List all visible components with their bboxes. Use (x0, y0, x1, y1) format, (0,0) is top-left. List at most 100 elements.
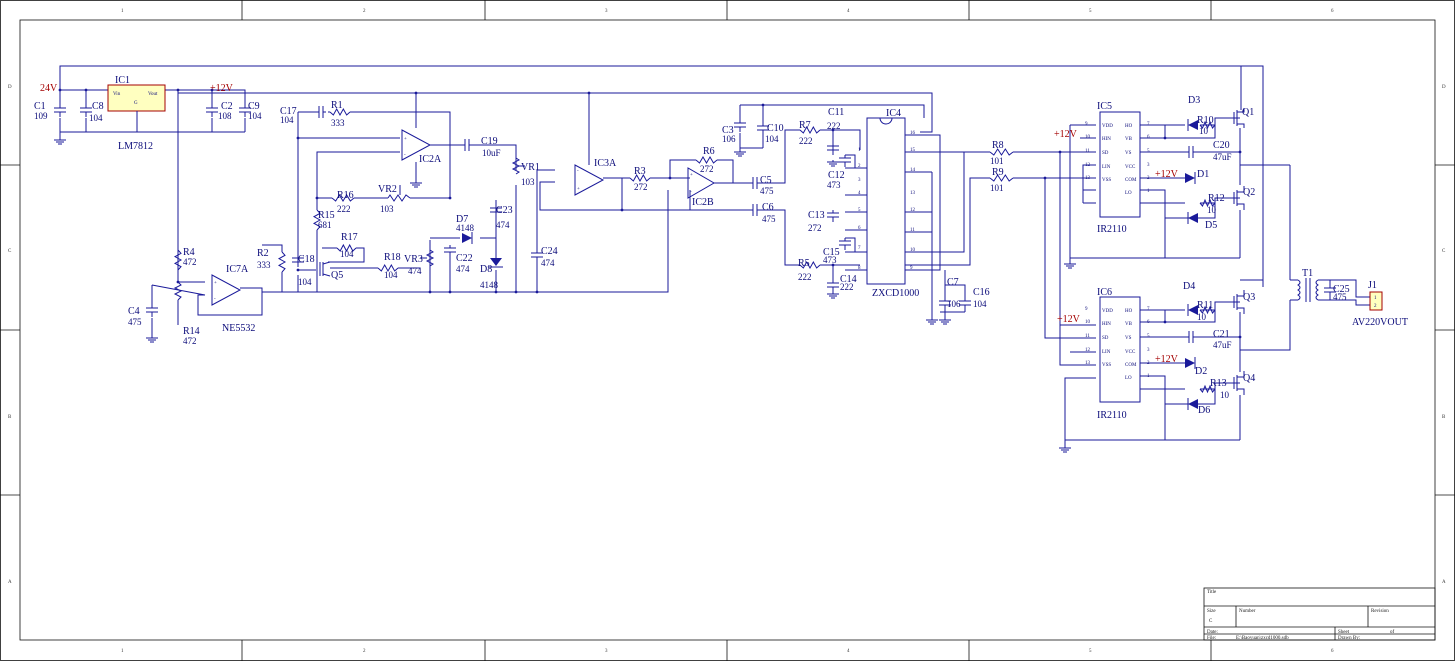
diode-d3-icon (1187, 119, 1198, 131)
power-12v-label-ic5: +12V (1054, 129, 1078, 140)
ref-c1: C1 (34, 101, 46, 112)
ref-ic5: IC5 (1097, 101, 1112, 112)
ic1-vin-pin: Vin (113, 92, 121, 97)
ic6-pin-vb: VB (1125, 322, 1133, 327)
value-r15: 681 (318, 220, 332, 230)
ic5-pin-lo: LO (1125, 191, 1132, 196)
ref-r14: R14 (183, 326, 200, 337)
value-c21: 47uF (1213, 340, 1232, 350)
ic4-pin-8: 8 (858, 266, 861, 271)
resistor-r5-icon (799, 260, 821, 270)
ic5-pin-number: 1 (1147, 189, 1150, 194)
ref-d7: D7 (456, 214, 468, 225)
resistor-r15-icon (312, 209, 322, 231)
svg-text:-: - (577, 169, 579, 174)
capacitor-c5-icon (750, 177, 760, 189)
ref-ic3a: IC3A (594, 158, 617, 169)
capacitor-c6-icon (750, 204, 760, 216)
mosfet-q4-icon (1226, 371, 1245, 395)
resistor-r11-icon (1199, 305, 1216, 315)
ic6-pin-number: 2 (1147, 361, 1150, 366)
ref-c18: C18 (298, 254, 315, 265)
power-12v-label-d1: +12V (1155, 169, 1179, 180)
value-ic4: ZXCD1000 (872, 288, 919, 299)
ref-r17: R17 (341, 232, 358, 243)
j1-connector: 1 2 (1369, 291, 1383, 311)
diode-d7-icon (462, 232, 473, 244)
value-c7: 106 (947, 299, 961, 309)
ground-icon (827, 290, 839, 299)
ref-ic2a: IC2A (419, 154, 442, 165)
svg-text:+: + (577, 187, 580, 192)
value-r4: 472 (183, 257, 197, 267)
ic4-pin-15: 15 (910, 148, 916, 153)
capacitor-c21-icon (1186, 331, 1196, 343)
value-r14: 472 (183, 336, 197, 346)
title-label: Title (1207, 590, 1217, 595)
capacitor-c3-icon (734, 120, 746, 132)
of-label: of (1390, 630, 1395, 635)
value-r8: 101 (990, 156, 1004, 166)
resistors (173, 107, 1216, 394)
zone-row-c-right: C (1442, 249, 1446, 254)
value-c9: 104 (248, 111, 262, 121)
capacitor-c15-icon (839, 238, 851, 250)
ref-c21: C21 (1213, 329, 1230, 340)
capacitor-c2-icon (206, 105, 218, 117)
ic5-pin-vb: VB (1125, 137, 1133, 142)
ic5-pin-com: COM (1125, 178, 1137, 183)
capacitor-c4-icon (146, 305, 158, 317)
value-c22: 474 (456, 264, 470, 274)
ic6-pin-hin: HIN (1102, 322, 1111, 327)
zone-col-6-top: 6 (1331, 9, 1334, 14)
resistor-r10-icon (1199, 120, 1216, 130)
capacitor-c24-icon (531, 250, 543, 262)
ground-symbols (54, 132, 1076, 453)
ic4-pin-10: 10 (910, 248, 916, 253)
size-label: Size (1207, 609, 1216, 614)
zone-row-a-right: A (1442, 580, 1446, 585)
zone-col-5-bottom: 5 (1089, 649, 1092, 654)
ground-icon (146, 335, 158, 343)
ic5-pin-number: 2 (1147, 176, 1150, 181)
svg-text:+: + (214, 281, 217, 286)
value-r5: 222 (798, 272, 812, 282)
ic4-pin-7: 7 (858, 246, 861, 251)
ic5-pin-number: 7 (1147, 122, 1150, 127)
ic5-pin-vss: VSS (1102, 178, 1111, 183)
ground-icon (734, 148, 746, 157)
ic6-pin-number: 1 (1147, 374, 1150, 379)
revision-label: Revision (1371, 609, 1389, 614)
zone-col-1-bottom: 1 (121, 649, 124, 654)
ic1-regulator: Vin Vout G (107, 84, 166, 118)
resistor-r4-icon (173, 249, 183, 271)
value-c17: 104 (280, 115, 294, 125)
svg-text:+: + (690, 173, 693, 178)
ref-r3: R3 (634, 166, 646, 177)
capacitor-c19-icon (462, 139, 472, 151)
value-vr3: 474 (408, 266, 422, 276)
ref-q3: Q3 (1243, 292, 1255, 303)
value-r7: 222 (799, 136, 813, 146)
ic5-pin-vcc: VCC (1125, 165, 1136, 170)
ic6-pin-vss: VSS (1102, 363, 1111, 368)
value-r13: 10 (1220, 390, 1230, 400)
capacitor-c13-icon (827, 210, 839, 222)
ref-c11: C11 (828, 107, 844, 118)
value-ic6: IR2110 (1097, 410, 1127, 421)
ref-r5: R5 (798, 258, 810, 269)
ref-d3: D3 (1188, 95, 1200, 106)
j1-pin-1: 1 (1374, 296, 1377, 301)
svg-text:+: + (404, 137, 407, 142)
ic6-pin-number: 6 (1147, 320, 1150, 325)
ground-icon (1059, 440, 1071, 453)
svg-text:-: - (214, 297, 216, 302)
value-c24: 474 (541, 258, 555, 268)
capacitor-c16-icon (959, 298, 971, 310)
value-c11: 222 (827, 121, 841, 131)
ic6-pin-com: COM (1125, 363, 1137, 368)
value-r3: 272 (634, 182, 648, 192)
